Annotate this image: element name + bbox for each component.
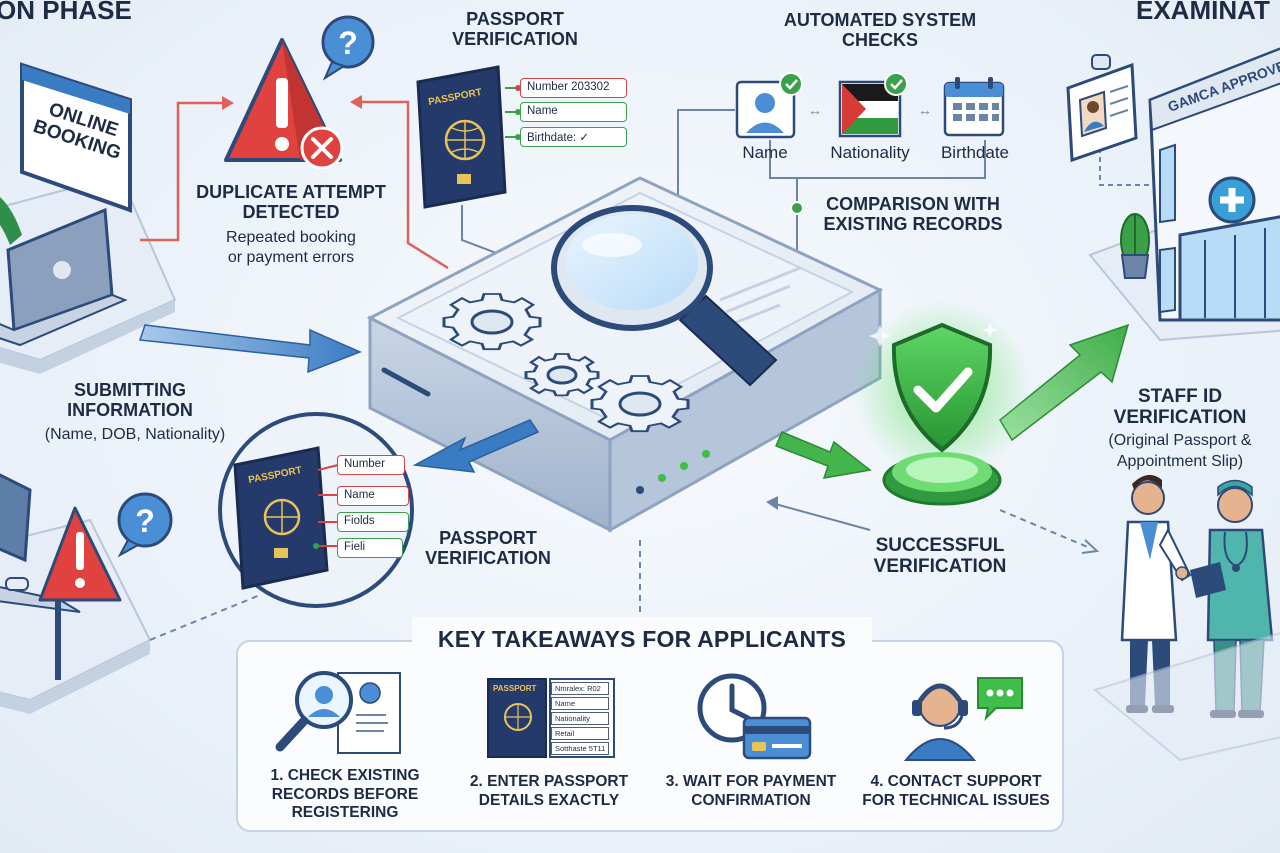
- passport-form-icon: PASSPORT Nmralex: R02 Name Nationality R…: [487, 678, 615, 758]
- right-phase-title: EXAMINAT: [1136, 0, 1270, 25]
- svg-text:↔: ↔: [918, 102, 932, 118]
- svg-text:?: ?: [338, 25, 358, 61]
- gear-icons: [442, 293, 690, 433]
- clock-card-icon: [697, 673, 812, 760]
- top-passport-name-field: Name: [520, 102, 627, 122]
- check-name-label: Name: [742, 143, 788, 162]
- bottom-passport-field-field: Fieli: [337, 538, 403, 558]
- top-passport-icon: [416, 65, 521, 209]
- check-nationality-label: Nationality: [830, 143, 910, 162]
- flag-check-icon: [838, 72, 908, 138]
- passport-zoom-circle: [218, 412, 414, 608]
- check-birthdate-label: Birthdate: [940, 143, 1010, 162]
- top-passport-number-field: Number 203302: [520, 78, 627, 98]
- mini-globe-icon: [504, 703, 532, 731]
- medical-center-building: GAMCA APPROVED MEDICAL CENTER: [1088, 10, 1280, 342]
- takeaway-1-label: 1. CHECK EXISTING RECORDS BEFORE REGISTE…: [270, 767, 420, 822]
- top-passport-title: PASSPORT VERIFICATION: [452, 9, 578, 50]
- mini-field-name: Name: [551, 697, 609, 710]
- duplicate-title: DUPLICATE ATTEMPT DETECTED: [196, 182, 386, 223]
- submitting-subtitle: (Name, DOB, Nationality): [44, 426, 226, 443]
- takeaway-3-label: 3. WAIT FOR PAYMENT CONFIRMATION: [665, 773, 837, 809]
- bottom-passport-fields-field: Fiolds: [337, 512, 409, 532]
- blue-flow-arrows: [138, 324, 540, 473]
- comparison-label: COMPARISON WITH EXISTING RECORDS: [823, 194, 1003, 235]
- staff-id-title: STAFF ID VERIFICATION: [1113, 386, 1247, 429]
- calendar-icon: [943, 77, 1005, 137]
- question-bubble-icon: ?: [321, 15, 375, 81]
- dashed-connectors: [149, 509, 1100, 641]
- bottom-passport-name-field: Name: [337, 486, 409, 506]
- success-shield-icon: [852, 300, 1032, 506]
- warning-triangle-small-icon: [38, 506, 122, 602]
- takeaways-title: KEY TAKEAWAYS FOR APPLICANTS: [412, 617, 872, 661]
- staff-id-sub-line2: Appointment Slip): [1116, 453, 1244, 470]
- staff-id-sub-line1: (Original Passport &: [1108, 432, 1252, 449]
- left-phase-title: ON PHASE: [0, 0, 132, 25]
- duplicate-sub-line1: Repeated booking: [226, 229, 356, 246]
- mini-field-birth: Sotthaste 5T11: [551, 742, 609, 755]
- mini-field-nationality: Nationality: [551, 712, 609, 725]
- online-booking-monitor: [20, 62, 132, 213]
- plant-icon: [1120, 213, 1150, 279]
- bottom-passport-number-field: Number: [337, 455, 405, 475]
- svg-text:↔: ↔: [808, 102, 822, 118]
- success-label: SUCCESSFUL VERIFICATION: [873, 535, 1007, 578]
- red-flow-arrows: [140, 95, 449, 270]
- laptop-icon: [0, 197, 128, 347]
- takeaway-4-label: 4. CONTACT SUPPORT FOR TECHNICAL ISSUES: [862, 773, 1050, 809]
- right-platform: [1092, 632, 1280, 762]
- magnifying-glass-icon: [551, 205, 778, 387]
- svg-text:?: ?: [135, 503, 155, 539]
- mini-passport-cover: [487, 678, 547, 758]
- person-check-icon: [735, 72, 803, 139]
- mini-field-retail: Retail: [551, 727, 609, 740]
- top-passport-birthdate-field: Birthdate: ✓: [520, 127, 627, 147]
- support-agent-icon: [903, 677, 1023, 761]
- verification-feedback-arrow: [766, 496, 871, 531]
- bottom-passport-title: PASSPORT VERIFICATION: [425, 528, 551, 569]
- id-card-icon: [1066, 54, 1138, 163]
- duplicate-warning-icon: [224, 38, 344, 170]
- duplicate-sub-line2: or payment errors: [227, 249, 355, 266]
- automated-checks-title: AUTOMATED SYSTEM CHECKS: [783, 10, 977, 51]
- takeaway-2-label: 2. ENTER PASSPORT DETAILS EXACTLY: [469, 773, 629, 809]
- question-bubble-small-icon: ?: [117, 492, 173, 558]
- mini-field-number: Nmralex: R02: [551, 682, 609, 695]
- magnifier-profile-icon: [275, 671, 401, 754]
- green-flow-arrows: [775, 323, 1130, 479]
- submitting-title: SUBMITTING INFORMATION: [67, 380, 193, 421]
- mini-passport-cover-text: PASSPORT: [493, 684, 537, 693]
